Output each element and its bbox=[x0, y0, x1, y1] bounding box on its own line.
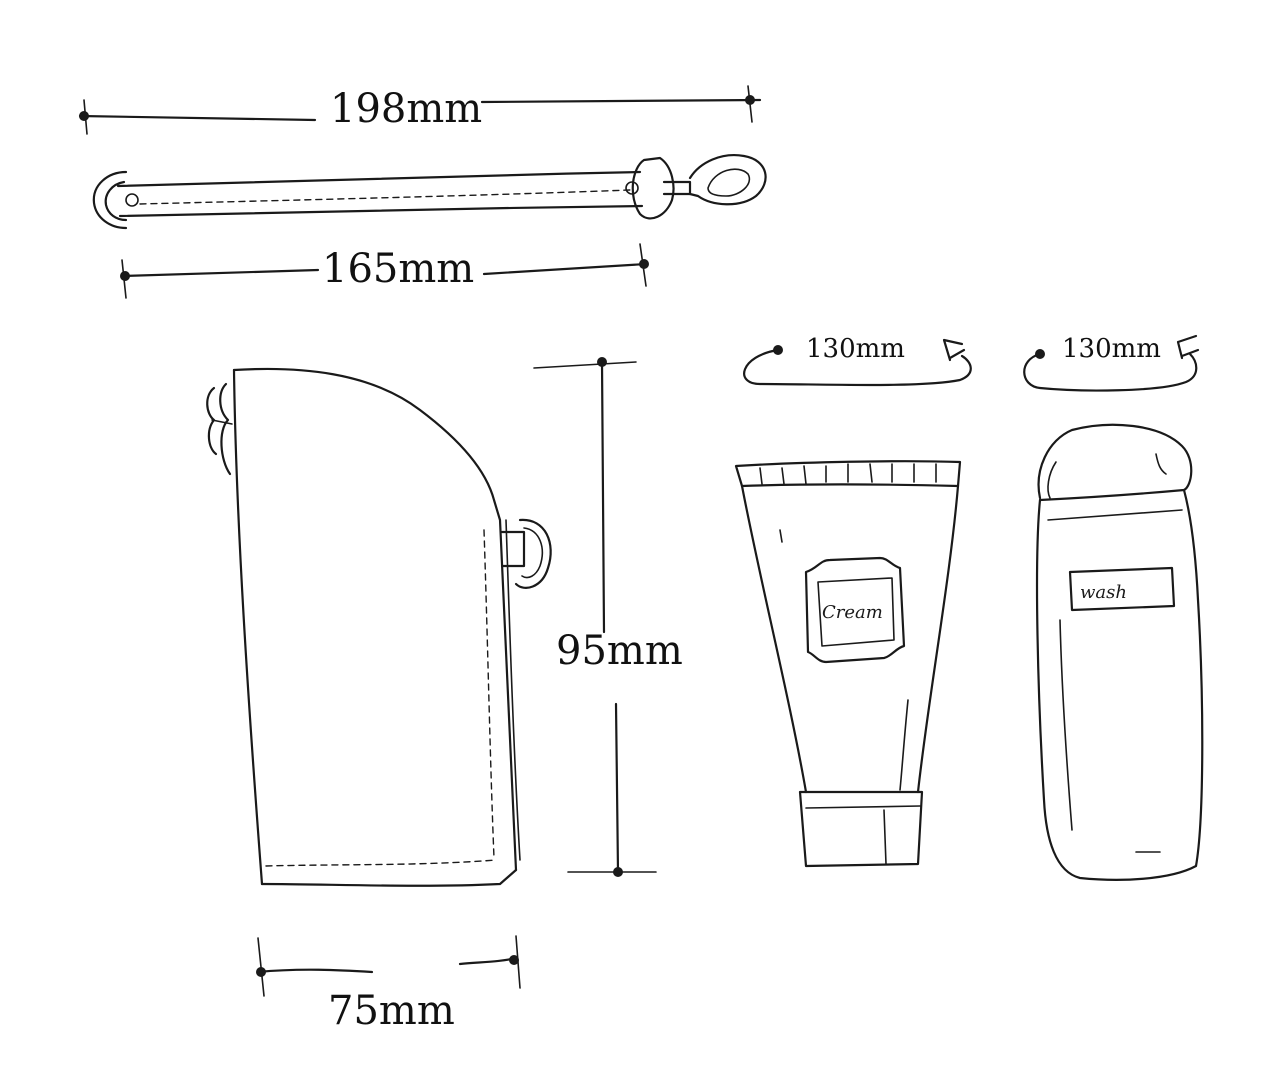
cream-tube-sketch: Cream bbox=[734, 460, 962, 868]
strap-sketch bbox=[92, 154, 767, 230]
tube-label-text: Cream bbox=[822, 602, 883, 623]
pouch-height-label: 95mm bbox=[556, 628, 683, 674]
bottle-cord-label: 130mm bbox=[1062, 334, 1161, 364]
strap-body-label: 165mm bbox=[322, 246, 474, 292]
tube-cord-label: 130mm bbox=[806, 334, 905, 364]
pouch-height-dimension: 95mm bbox=[533, 357, 683, 877]
pouch-width-dimension: 75mm bbox=[256, 935, 521, 1034]
pouch-sketch bbox=[206, 367, 552, 887]
wash-bottle-sketch: wash bbox=[1035, 423, 1204, 881]
strap-body-dimension: 165mm bbox=[120, 243, 649, 299]
strap-total-label: 198mm bbox=[330, 86, 482, 132]
tube-cord-sketch: 130mm bbox=[743, 334, 972, 387]
bottle-label-text: wash bbox=[1080, 582, 1127, 603]
bottle-cord-sketch: 130mm bbox=[1023, 334, 1200, 392]
strap-total-dimension: 198mm bbox=[78, 85, 762, 135]
pouch-width-label: 75mm bbox=[328, 988, 455, 1034]
